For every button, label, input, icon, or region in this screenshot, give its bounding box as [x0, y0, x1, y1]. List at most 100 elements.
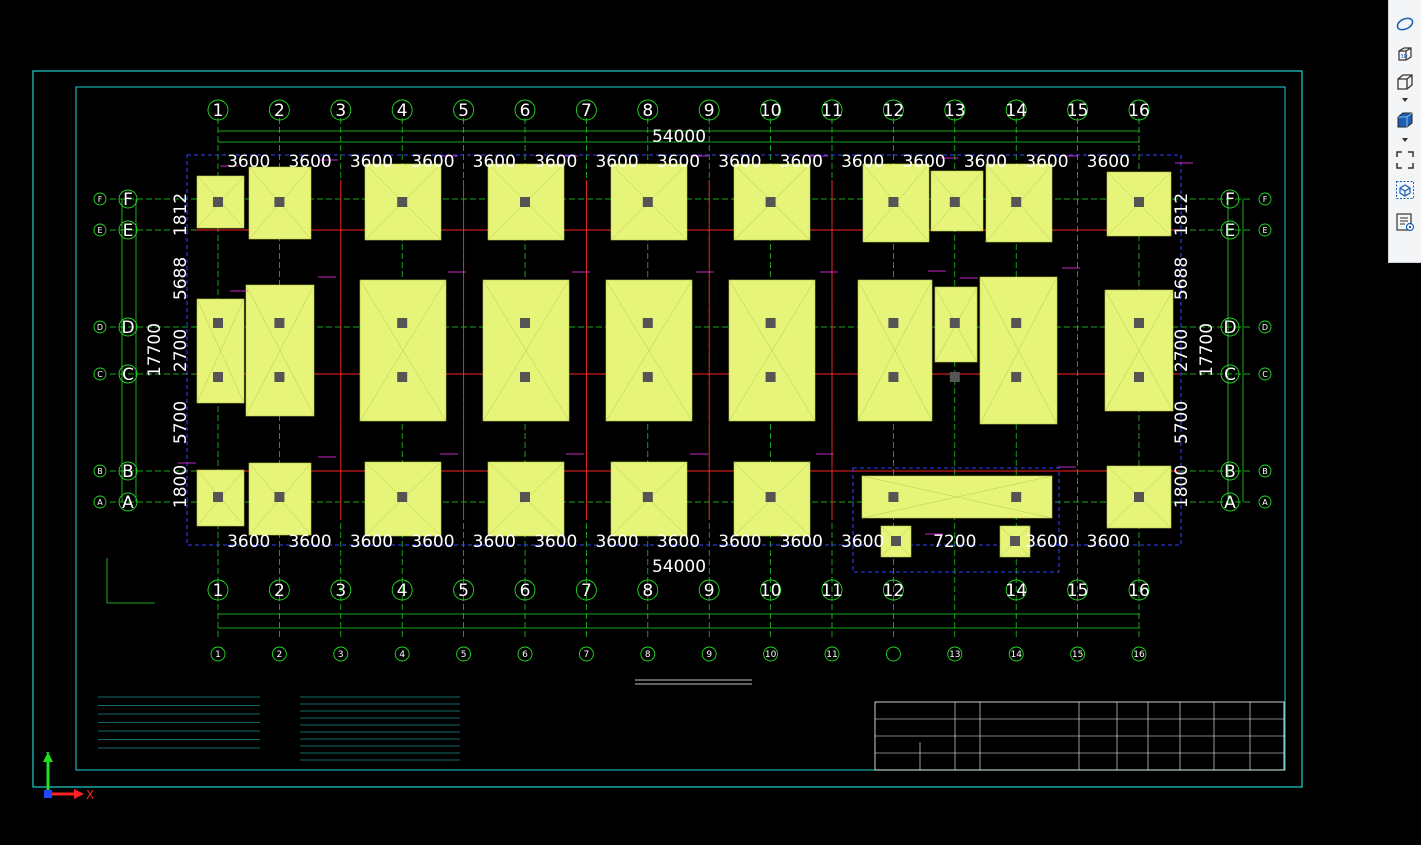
- chevron-down-icon[interactable]: [1399, 136, 1411, 144]
- model-box-button[interactable]: [1393, 178, 1417, 202]
- right-row-bubble: A: [1220, 492, 1240, 513]
- bottom-axis-bubble: 9: [698, 579, 720, 601]
- axis-label: E: [123, 221, 134, 241]
- axis-bubble: [1220, 220, 1240, 240]
- column-square: [765, 492, 776, 502]
- axis-label: 7: [581, 581, 592, 601]
- top-axis-bubble: 4: [391, 99, 413, 121]
- column-square: [397, 197, 408, 207]
- axis-bubble: [456, 646, 472, 662]
- bottom-axis-bubble: 1: [207, 579, 229, 601]
- axis-label: 12: [883, 581, 905, 601]
- axis-bubble: [118, 461, 138, 481]
- column-square: [949, 372, 960, 382]
- axis-label: 3: [335, 581, 346, 601]
- axis-bubble: [517, 646, 533, 662]
- fullscreen-button[interactable]: [1393, 148, 1417, 172]
- axis-bubble: [118, 364, 138, 384]
- axis-bubble: [885, 646, 901, 662]
- top-axis-bubble: 15: [1067, 99, 1089, 121]
- bottom-axis-bubble-small: 11: [824, 646, 840, 662]
- footing-diagonal: [605, 279, 693, 422]
- axis-bubble: [207, 99, 229, 121]
- column-square: [274, 197, 285, 207]
- axis-bubble: [271, 646, 287, 662]
- axis-bubble: [821, 99, 843, 121]
- right-row-dim: 1800: [1172, 465, 1192, 508]
- bottom-span-dim: 3600: [841, 532, 884, 552]
- total-length-top: 54000: [652, 127, 706, 147]
- column-square: [397, 492, 408, 502]
- axis-bubble: [1128, 579, 1150, 601]
- top-span-dim: 3600: [350, 152, 393, 172]
- column-square: [891, 536, 901, 546]
- chevron-down-icon[interactable]: [1399, 96, 1411, 104]
- axis-bubble: [578, 646, 594, 662]
- axis-label: 15: [1072, 650, 1083, 660]
- axis-label: 4: [399, 650, 405, 660]
- axis-bubble: [1258, 495, 1272, 509]
- axis-x-label: X: [86, 788, 94, 802]
- inner-frame: [75, 86, 1286, 771]
- fullscreen-icon: [1396, 151, 1414, 169]
- bottom-axis-bubble-small: 5: [456, 646, 472, 662]
- bottom-axis-bubble-small: 4: [394, 646, 410, 662]
- left-row-dim: 2700: [171, 329, 191, 372]
- outer-frame: [32, 70, 1303, 788]
- axis-bubble: [268, 99, 290, 121]
- bottom-axis-bubble: 14: [1005, 579, 1027, 601]
- axis-label: 3: [335, 101, 346, 121]
- axis-label: 14: [1005, 101, 1027, 121]
- bottom-span-dim: 7200: [933, 532, 976, 552]
- top-span-dim: 3600: [227, 152, 270, 172]
- axis-y-label: Y: [43, 752, 52, 761]
- axis-label: 13: [949, 650, 960, 660]
- bottom-span-dim: 3600: [411, 532, 454, 552]
- footing-diagonal: [857, 279, 933, 422]
- axis-bubble: [575, 99, 597, 121]
- axis-bubble: [391, 579, 413, 601]
- orbit-button[interactable]: [1393, 12, 1417, 36]
- axis-label: 14: [1010, 650, 1022, 660]
- axis-label: 12: [883, 101, 905, 121]
- axis-label: 8: [645, 650, 651, 660]
- axis-bubble: [575, 579, 597, 601]
- column-square: [1134, 197, 1144, 207]
- axis-label: 1: [213, 101, 224, 121]
- view-cube-button[interactable]: [1393, 70, 1417, 94]
- left-total-dim: 17700: [145, 323, 165, 377]
- visual-style-button[interactable]: [1393, 108, 1417, 132]
- column-square: [397, 372, 408, 382]
- view-3d-button[interactable]: 3D: [1393, 42, 1417, 66]
- axis-label: 2: [274, 101, 285, 121]
- bottom-axis-bubble-small: 16: [1131, 646, 1147, 662]
- top-span-dim: 3600: [595, 152, 638, 172]
- bottom-span-dim: 3600: [1087, 532, 1130, 552]
- axis-label: 14: [1005, 581, 1027, 601]
- axis-bubble: [698, 579, 720, 601]
- bottom-axis-bubble-small: 14: [1008, 646, 1024, 662]
- bottom-axis-bubble-small: 13: [947, 646, 963, 662]
- axis-bubble: [453, 579, 475, 601]
- right-row-bubble-small: D: [1258, 320, 1272, 334]
- column-square: [213, 197, 223, 207]
- bottom-axis-bubble-small: [885, 646, 901, 662]
- column-square: [949, 318, 960, 328]
- cube-3d-icon: 3D: [1398, 47, 1412, 61]
- axis-bubble: [394, 646, 410, 662]
- axis-label: 4: [397, 101, 408, 121]
- properties-button[interactable]: [1393, 210, 1417, 234]
- axis-label: 13: [944, 101, 966, 121]
- bottom-span-dim: 3600: [657, 532, 700, 552]
- axis-label: 7: [581, 101, 592, 121]
- cube-outline-icon: [1397, 74, 1413, 90]
- svg-text:3D: 3D: [1401, 54, 1408, 60]
- axis-bubble: [453, 99, 475, 121]
- axis-bubble: [1005, 99, 1027, 121]
- axis-bubble: [1067, 99, 1089, 121]
- axis-bubble: [637, 579, 659, 601]
- axis-label: 6: [522, 650, 528, 660]
- left-row-bubble: C: [118, 364, 138, 385]
